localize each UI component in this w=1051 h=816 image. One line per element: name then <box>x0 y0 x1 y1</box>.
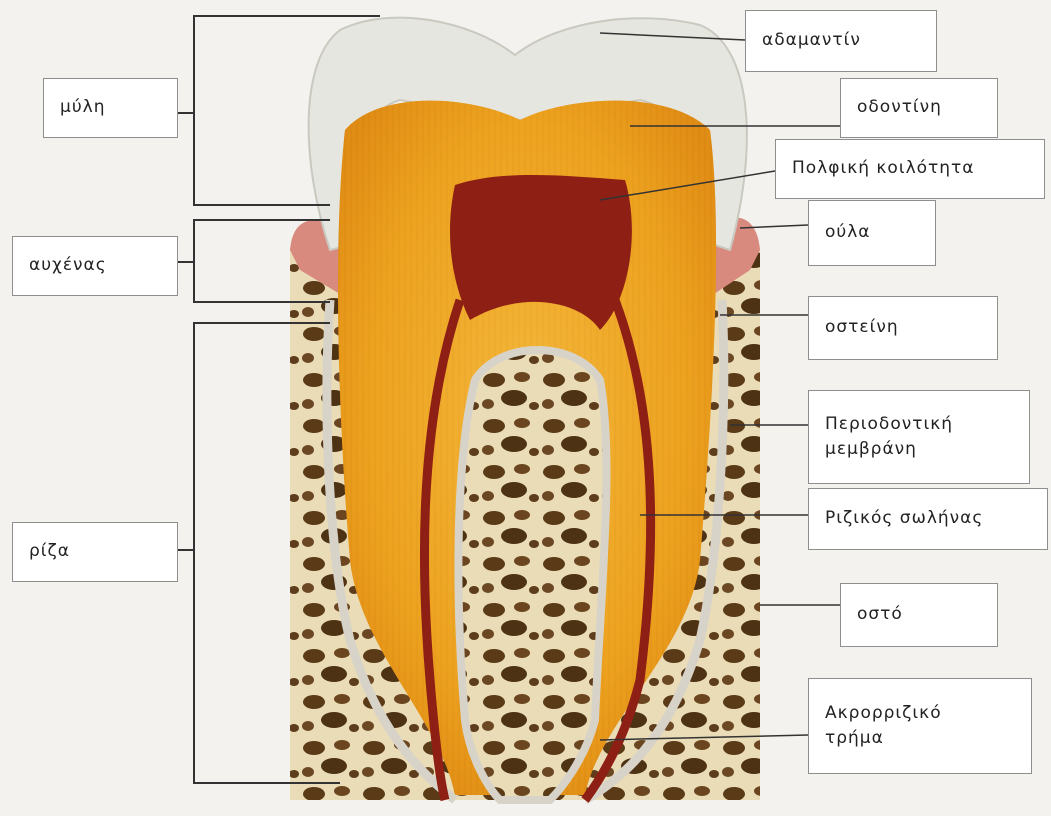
label-bone-text: οστό <box>857 602 903 628</box>
label-crown-text: μύλη <box>60 95 106 121</box>
label-neck-text: αυχένας <box>29 253 107 279</box>
label-crown: μύλη <box>43 78 178 138</box>
label-neck: αυχένας <box>12 236 178 296</box>
label-apical-foramen: Ακρορριζικό τρήμα <box>808 678 1032 774</box>
label-cementum-text: οστείνη <box>825 315 899 341</box>
label-bone: οστό <box>840 583 998 647</box>
label-dentin-text: οδοντίνη <box>857 95 942 121</box>
label-root-canal-text: Ριζικός σωλήνας <box>825 506 983 532</box>
label-cementum: οστείνη <box>808 296 998 360</box>
label-apical-foramen-text: Ακρορριζικό τρήμα <box>825 701 942 752</box>
label-gum: ούλα <box>808 200 936 266</box>
label-pulp-cavity: Πολφική κοιλότητα <box>775 139 1045 199</box>
label-periodontal-membrane-text: Περιοδοντική μεμβράνη <box>825 412 953 463</box>
label-enamel-text: αδαμαντίν <box>762 28 861 54</box>
label-root: ρίζα <box>12 522 178 582</box>
label-gum-text: ούλα <box>825 220 871 246</box>
label-dentin: οδοντίνη <box>840 78 998 138</box>
label-enamel: αδαμαντίν <box>745 10 937 72</box>
label-pulp-cavity-text: Πολφική κοιλότητα <box>792 156 975 182</box>
inter-root-bone <box>458 350 606 800</box>
label-root-text: ρίζα <box>29 539 70 565</box>
label-root-canal: Ριζικός σωλήνας <box>808 488 1048 550</box>
label-periodontal-membrane: Περιοδοντική μεμβράνη <box>808 390 1030 484</box>
